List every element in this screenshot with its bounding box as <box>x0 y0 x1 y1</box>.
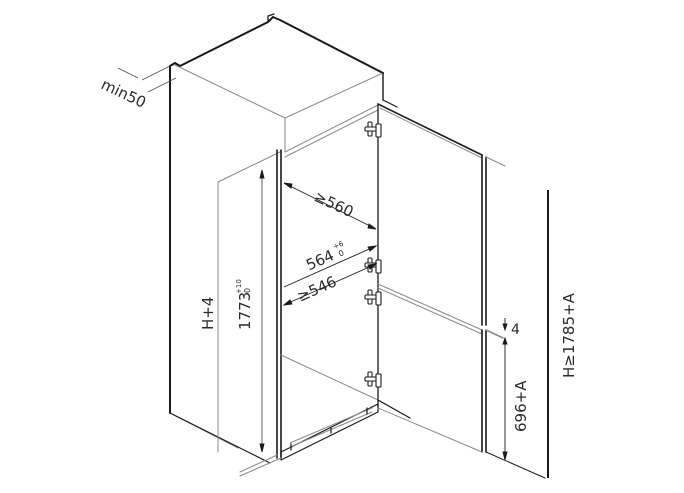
label-niche-depth: ≥560 <box>311 187 356 221</box>
hinge-icon <box>364 121 382 138</box>
upper-door <box>377 103 506 335</box>
label-inner-clearance: ≥546 <box>294 272 339 305</box>
label-564-tol-lower: 0 <box>337 248 345 258</box>
label-niche-height: 1773 +10 0 <box>235 279 254 330</box>
label-564-tol-upper: +6 <box>332 240 345 252</box>
label-min50: min50 <box>98 75 149 111</box>
lower-door <box>377 329 546 479</box>
label-1773-tol-lower: 0 <box>243 288 252 293</box>
fridge-body <box>239 104 411 477</box>
cabinet-niche <box>169 13 398 464</box>
label-564: 564 <box>303 246 336 274</box>
dimension-lines <box>117 65 549 478</box>
label-appliance-width: 564 +6 0 <box>303 240 345 275</box>
label-lower-door-height: 696+A <box>512 380 530 432</box>
doors <box>377 103 546 479</box>
label-total-height: H≥1785+A <box>560 292 578 378</box>
hinge-icon <box>364 371 382 388</box>
label-1773-tol-upper: +10 <box>235 279 243 294</box>
hinge-icon <box>364 289 382 306</box>
label-cabinet-height: H+4 <box>199 297 217 330</box>
label-1773: 1773 <box>236 292 254 330</box>
label-door-gap: 4 <box>511 322 520 338</box>
